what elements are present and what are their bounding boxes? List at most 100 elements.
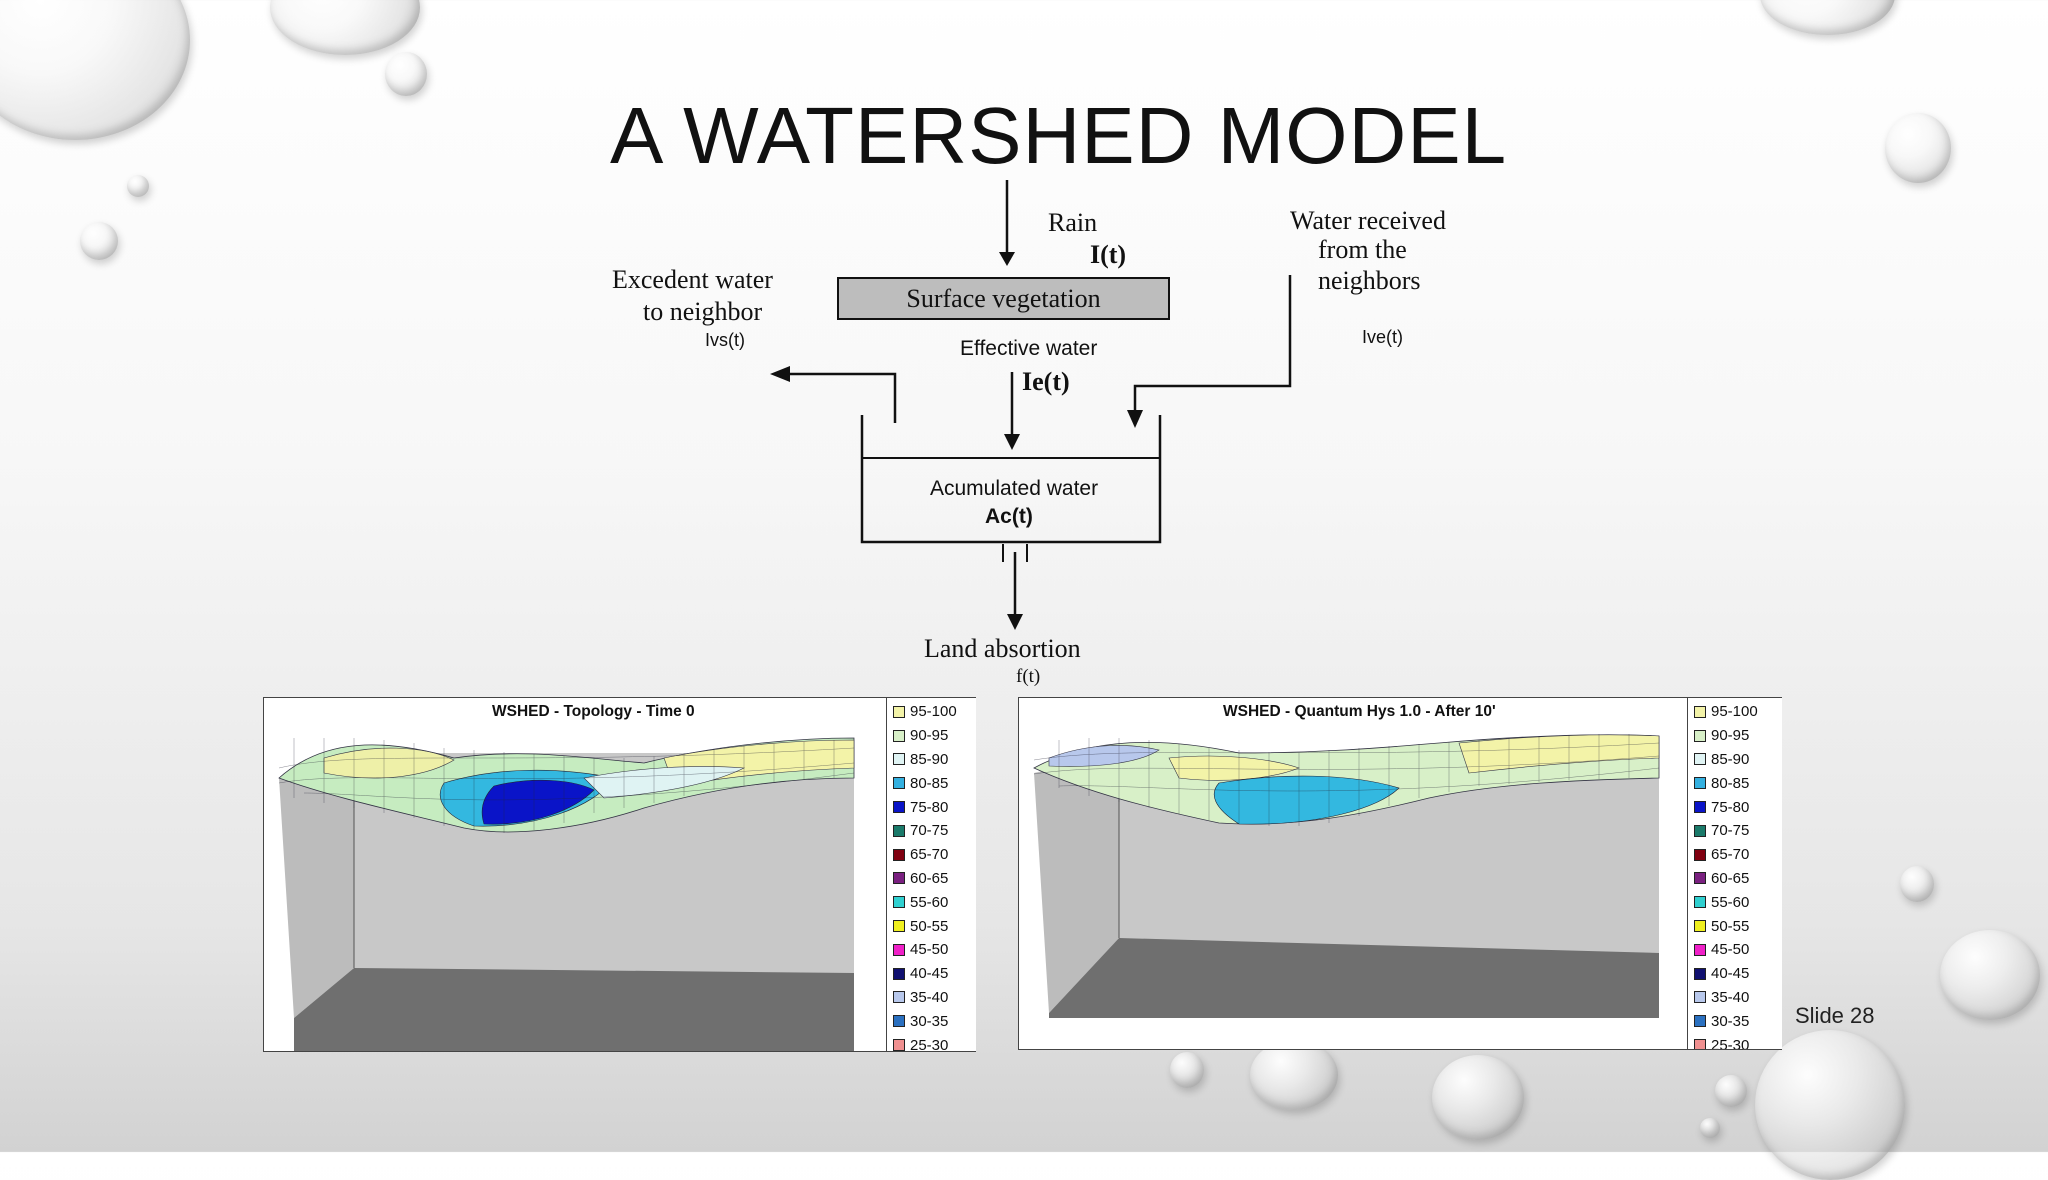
legend-swatch [893, 753, 905, 766]
legend-swatch [1694, 1039, 1706, 1049]
legend-swatch [1694, 729, 1706, 742]
legend-swatch [1694, 777, 1706, 790]
legend-item: 25-30 [1688, 1033, 1782, 1049]
legend-item: 90-95 [887, 724, 976, 748]
received-symbol: Ive(t) [1362, 327, 1404, 347]
surface-vegetation-box: Surface vegetation [837, 277, 1170, 320]
legend-item: 45-50 [887, 938, 976, 962]
received-label-line3: neighbors [1318, 266, 1421, 295]
legend-swatch [893, 824, 905, 837]
legend-label: 50-55 [1711, 917, 1750, 935]
legend-label: 50-55 [910, 917, 949, 935]
legend-swatch [1694, 896, 1706, 909]
legend-label: 90-95 [910, 727, 949, 745]
water-drop-decoration [1755, 1030, 1905, 1180]
legend-label: 30-35 [1711, 1012, 1750, 1030]
legend-label: 25-30 [910, 1036, 949, 1051]
excedent-label-line2: to neighbor [643, 297, 763, 326]
legend-item: 95-100 [1688, 700, 1782, 724]
effective-water-label: Effective water [960, 337, 1098, 360]
legend-item: 70-75 [1688, 819, 1782, 843]
legend-item: 80-85 [1688, 771, 1782, 795]
excedent-label-line1: Excedent water [612, 265, 773, 294]
legend-swatch [1694, 848, 1706, 861]
legend-label: 95-100 [1711, 703, 1758, 721]
water-drop-decoration [385, 52, 427, 96]
surface-plot-after-10 [1033, 734, 1660, 1049]
legend-label: 55-60 [1711, 893, 1750, 911]
water-drop-decoration [80, 222, 118, 260]
land-absorption-symbol: f(t) [1016, 666, 1041, 687]
legend-item: 55-60 [887, 890, 976, 914]
legend-swatch [893, 705, 905, 718]
legend-item: 30-35 [1688, 1009, 1782, 1033]
surface-chart-panel-after-10: WSHED - Quantum Hys 1.0 - After 10' 95-1… [1018, 697, 1782, 1050]
legend-label: 60-65 [910, 869, 949, 887]
legend-label: 80-85 [910, 774, 949, 792]
legend-swatch [893, 1015, 905, 1028]
watershed-diagram-lines [770, 180, 1292, 630]
legend-swatch [893, 777, 905, 790]
legend-swatch [893, 920, 905, 933]
legend-swatch [893, 801, 905, 814]
slide-number: Slide 28 [1795, 1003, 1875, 1028]
chart-title: WSHED - Quantum Hys 1.0 - After 10' [1223, 703, 1496, 720]
legend-item: 35-40 [887, 986, 976, 1010]
legend-swatch [1694, 991, 1706, 1004]
legend-swatch [1694, 801, 1706, 814]
legend-label: 75-80 [910, 798, 949, 816]
chart-title: WSHED - Topology - Time 0 [492, 703, 695, 720]
legend-item: 85-90 [887, 748, 976, 772]
legend-label: 45-50 [910, 941, 949, 959]
legend-swatch [1694, 967, 1706, 980]
excedent-symbol: Ivs(t) [705, 330, 745, 350]
legend-swatch [1694, 824, 1706, 837]
legend-item: 55-60 [1688, 890, 1782, 914]
legend-label: 25-30 [1711, 1036, 1750, 1049]
legend-swatch [893, 991, 905, 1004]
legend-label: 70-75 [1711, 822, 1750, 840]
received-label-line1: Water received [1290, 206, 1446, 235]
legend-item: 40-45 [1688, 962, 1782, 986]
rain-symbol: I(t) [1090, 240, 1127, 269]
legend-item: 65-70 [1688, 843, 1782, 867]
accumulated-water-symbol: Ac(t) [985, 505, 1033, 528]
water-drop-decoration [1432, 1055, 1524, 1140]
legend-label: 40-45 [910, 965, 949, 983]
legend-item: 50-55 [1688, 914, 1782, 938]
legend-swatch [1694, 943, 1706, 956]
effective-water-symbol: Ie(t) [1022, 367, 1070, 396]
legend-label: 60-65 [1711, 869, 1750, 887]
water-drop-decoration [1170, 1052, 1204, 1088]
legend-item: 90-95 [1688, 724, 1782, 748]
legend-label: 35-40 [910, 988, 949, 1006]
surface-plot-topology [278, 737, 855, 1051]
legend-label: 30-35 [910, 1012, 949, 1030]
legend-swatch [893, 943, 905, 956]
legend-item: 60-65 [887, 867, 976, 891]
legend-item: 75-80 [1688, 795, 1782, 819]
legend-label: 55-60 [910, 893, 949, 911]
legend-item: 80-85 [887, 771, 976, 795]
legend-label: 90-95 [1711, 727, 1750, 745]
legend-label: 70-75 [910, 822, 949, 840]
legend-item: 35-40 [1688, 986, 1782, 1010]
legend-swatch [893, 1039, 905, 1051]
legend-swatch [1694, 920, 1706, 933]
legend-item: 40-45 [887, 962, 976, 986]
legend-label: 35-40 [1711, 988, 1750, 1006]
received-label-line2: from the [1318, 235, 1407, 264]
legend-item: 70-75 [887, 819, 976, 843]
surface-vegetation-label: Surface vegetation [906, 283, 1101, 313]
legend-item: 95-100 [887, 700, 976, 724]
slide-title: A WATERSHED MODEL [610, 91, 1508, 180]
water-drop-decoration [1940, 930, 2040, 1020]
legend-item: 30-35 [887, 1009, 976, 1033]
legend-swatch [1694, 705, 1706, 718]
legend-swatch [893, 729, 905, 742]
legend-item: 75-80 [887, 795, 976, 819]
legend-swatch [893, 872, 905, 885]
rain-label: Rain [1048, 208, 1098, 237]
